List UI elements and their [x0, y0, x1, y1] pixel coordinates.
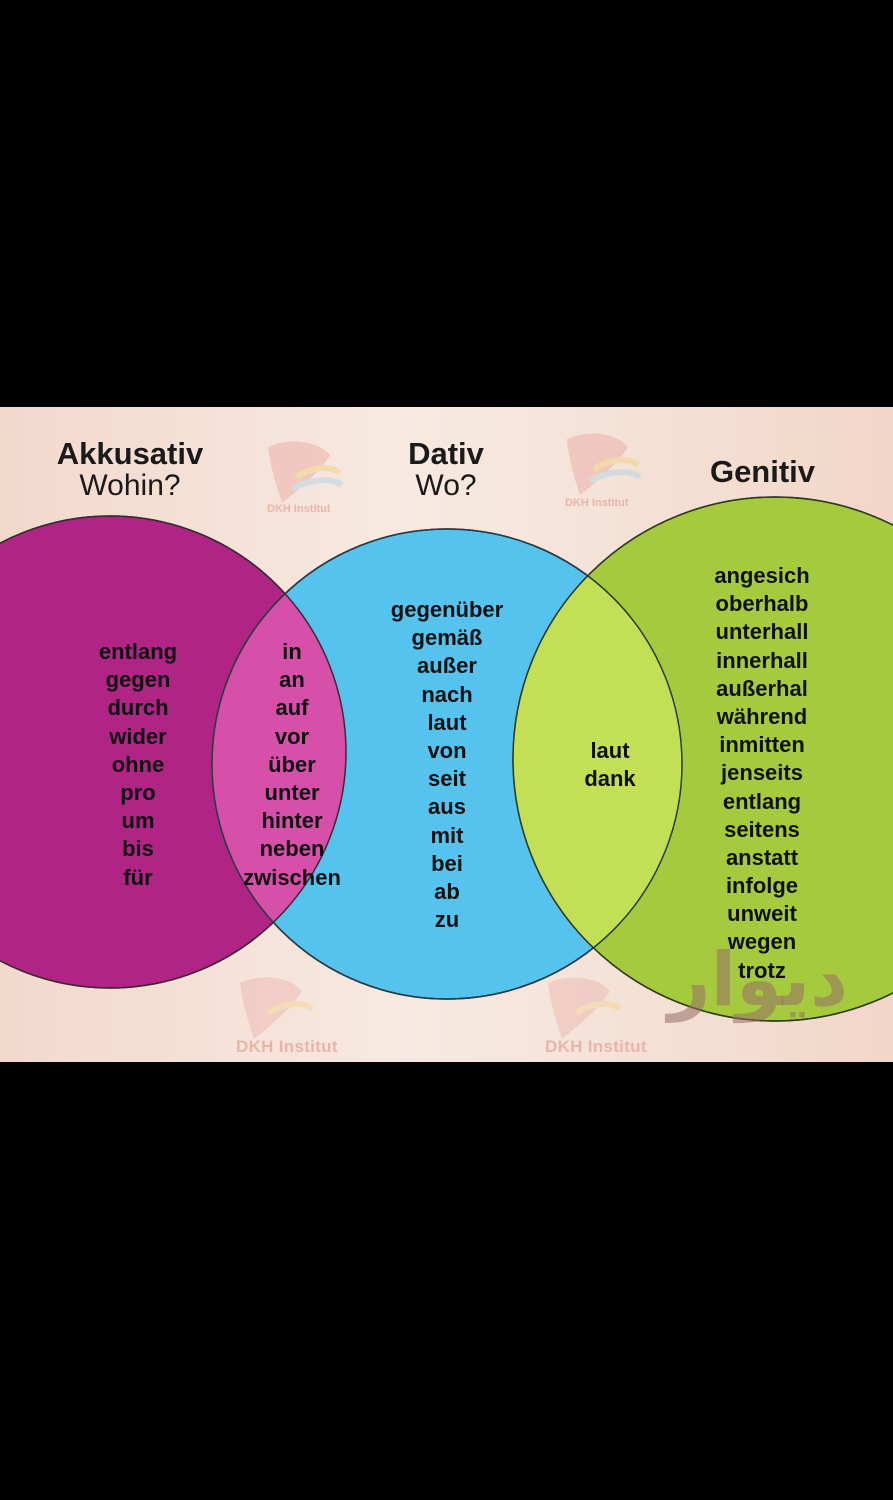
watermark-logo-3: [240, 977, 314, 1039]
preposition-item: unter: [264, 779, 320, 805]
preposition-item: hinter: [261, 808, 323, 834]
preposition-item: um: [121, 808, 155, 834]
preposition-item: wider: [109, 723, 167, 749]
preposition-item: jenseits: [721, 760, 803, 786]
preposition-item: aus: [428, 794, 466, 820]
preposition-item: gegenüber: [390, 597, 504, 622]
preposition-item: infolge: [725, 873, 799, 899]
preposition-item: seit: [428, 766, 466, 792]
preposition-item: entlang: [98, 639, 178, 664]
genitiv-title: Genitiv: [709, 454, 816, 489]
preposition-item: bis: [122, 836, 154, 862]
preposition-item: außer: [417, 653, 477, 679]
preposition-item: während: [716, 703, 808, 729]
preposition-item: von: [427, 737, 467, 763]
preposition-item: ab: [434, 878, 460, 904]
preposition-item: dank: [584, 766, 636, 792]
preposition-item: neben: [259, 836, 325, 862]
watermark-logo-2: [567, 433, 642, 495]
watermark-divar-logo: دیوار: [668, 937, 849, 1023]
watermark-logo-1: [268, 441, 344, 503]
preposition-item: vor: [274, 723, 310, 749]
preposition-item: ohne: [111, 751, 165, 777]
preposition-item: durch: [107, 695, 169, 721]
preposition-item: gegen: [105, 667, 171, 693]
preposition-item: anstatt: [725, 844, 799, 870]
watermark-institut-1: DKH Institut: [267, 503, 331, 515]
preposition-item: auf: [275, 695, 309, 721]
preposition-item: unweit: [727, 901, 797, 927]
preposition-item: nach: [421, 681, 473, 707]
venn-circles: [0, 433, 893, 1039]
preposition-item: für: [123, 864, 153, 890]
heading-genitiv: Genitiv: [680, 454, 845, 489]
preposition-item: bei: [431, 850, 463, 876]
dativ-title: Dativ: [408, 436, 484, 471]
heading-dativ: Dativ Wo?: [366, 437, 526, 503]
watermark-institut-2: DKH Institut: [565, 497, 629, 509]
preposition-item: innerhall: [716, 647, 808, 673]
preposition-item: an: [279, 667, 305, 693]
preposition-item: gemäß: [411, 625, 483, 651]
preposition-item: inmitten: [719, 732, 805, 758]
preposition-item: zu: [434, 907, 460, 933]
preposition-item: unterhall: [715, 619, 809, 645]
dativ-question: Wo?: [415, 469, 477, 503]
preposition-item: in: [282, 639, 302, 664]
preposition-item: außerhal: [716, 675, 808, 701]
preposition-item: über: [268, 751, 316, 777]
preposition-item: oberhalb: [715, 591, 809, 617]
preposition-item: mit: [430, 822, 464, 848]
preposition-item: laut: [427, 709, 467, 735]
watermark-institut-3: DKH Institut: [236, 1037, 338, 1056]
preposition-item: pro: [120, 779, 156, 805]
heading-akkusativ: Akkusativ Wohin?: [40, 437, 220, 503]
akkusativ-question: Wohin?: [79, 469, 181, 503]
dativ-genitiv-prepositions: laut dank: [560, 737, 660, 793]
preposition-item: angesich: [714, 563, 810, 588]
preposition-item: wegen: [727, 929, 797, 955]
venn-diagram-panel: Akkusativ Wohin? Dativ Wo? Genitiv entla…: [0, 407, 893, 1062]
preposition-item: seitens: [724, 816, 800, 842]
akkusativ-title: Akkusativ: [56, 436, 204, 471]
preposition-item: trotz: [738, 957, 786, 983]
preposition-item: laut: [590, 738, 630, 763]
watermark-logo-4: [548, 977, 622, 1039]
preposition-item: zwischen: [243, 864, 341, 890]
watermark-institut-4: DKH Institut: [545, 1037, 647, 1056]
preposition-item: entlang: [722, 788, 802, 814]
